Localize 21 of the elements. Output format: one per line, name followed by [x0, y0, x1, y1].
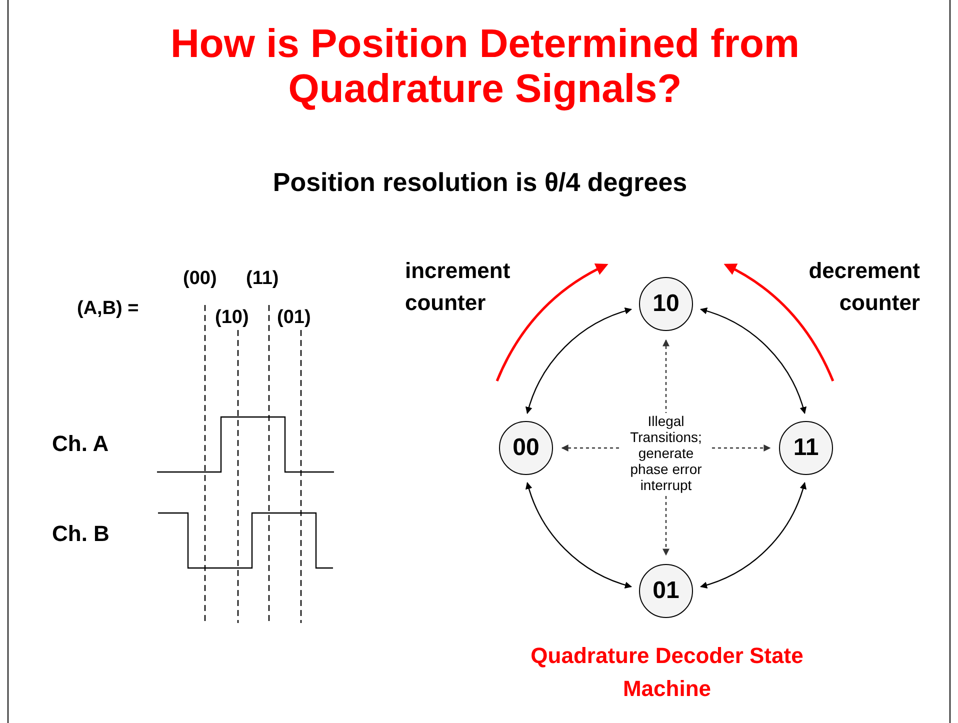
state-code: (11) [246, 267, 280, 291]
state-code: (10) [215, 306, 250, 330]
state-circle: 11 [779, 421, 833, 475]
state-code: (00) [183, 267, 218, 291]
state-circle: 00 [499, 421, 553, 475]
state-code: (01) [277, 306, 312, 330]
subtitle: Position resolution is θ/4 degrees [272, 166, 688, 198]
label: increment counter [405, 257, 512, 317]
channel-label: Ch. B [52, 520, 110, 548]
channel-label: Ch. A [52, 430, 110, 458]
signal-pair-label: (A,B) = [77, 297, 140, 321]
transition-arrow [526, 482, 632, 588]
state-circle: 01 [639, 564, 693, 618]
transition-arrow [526, 308, 632, 414]
slide-title: How is Position Determined from Quadrature Signals? [170, 22, 800, 112]
note: Illegal Transitions; generate phase error interrupt [621, 413, 711, 493]
label: decrement counter [808, 257, 920, 317]
diagram-caption: Quadrature Decoder State Machine [530, 642, 804, 703]
state-circle: 10 [639, 277, 693, 331]
transition-arrow [700, 308, 806, 414]
transition-arrow [700, 482, 806, 588]
